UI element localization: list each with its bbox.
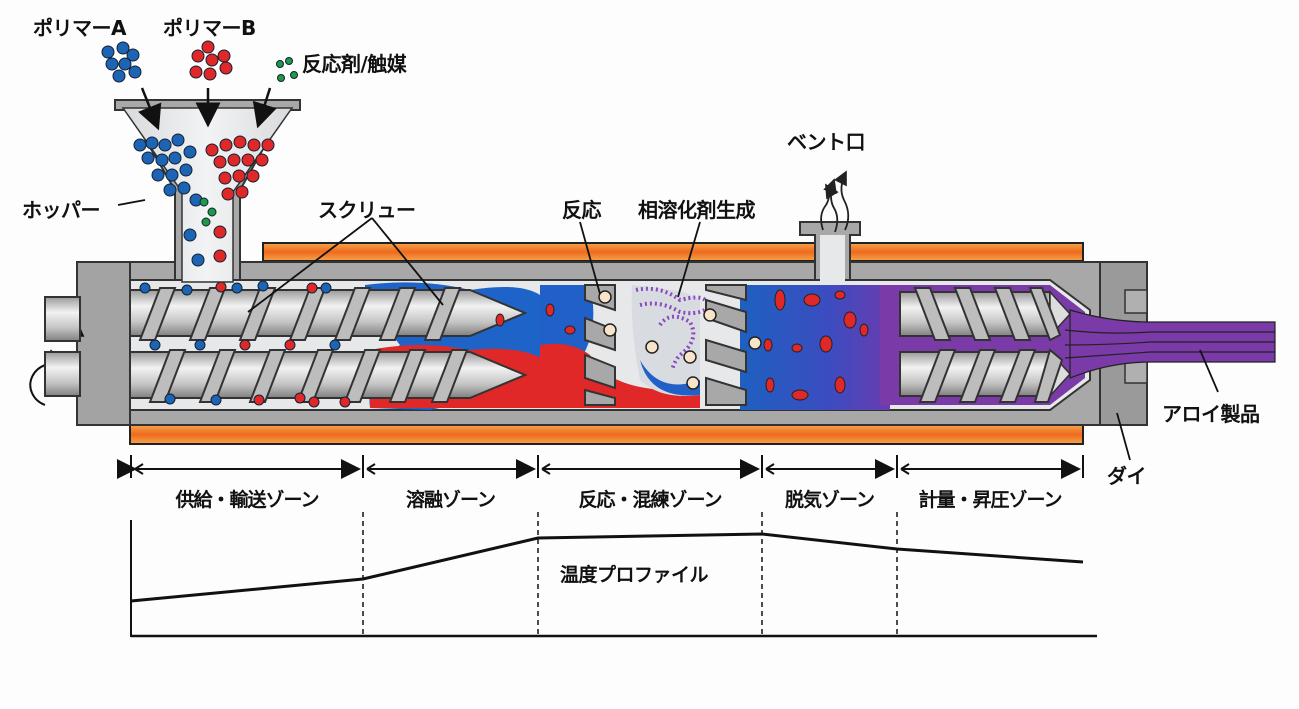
screw-label: スクリュー [318,198,416,222]
zone-metering: 計量・昇圧ゾーン [918,489,1062,511]
polymer-a-label: ポリマーA [33,16,126,40]
screws [129,287,1072,403]
polymer-b-label: ポリマーB [163,16,256,40]
hopper-label: ホッパー [22,198,101,222]
alloy-product-label: アロイ製品 [1162,402,1260,426]
zone-feed: 供給・輸送ゾーン [175,489,319,511]
temperature-profile-title: 温度プロファイル [560,564,709,586]
compatibilizer-label: 相溶化剤生成 [638,198,756,222]
heater-bottom [129,424,1084,445]
alloy-strands [1069,309,1276,379]
reactant-label: 反応剤/触媒 [302,52,407,76]
vent-label: ベント口 [787,130,866,154]
reaction-label: 反応 [562,198,602,222]
kneading-blocks [584,284,747,406]
zone-reaction: 反応・混練ゾーン [578,489,722,511]
temperature-profile-chart [130,512,1097,638]
temperature-line [130,532,1084,603]
heater-top [262,242,1084,262]
zone-melt: 溶融ゾーン [405,489,496,511]
die-label: ダイ [1107,464,1147,488]
zone-devolatilization: 脱気ゾーン [784,489,875,511]
